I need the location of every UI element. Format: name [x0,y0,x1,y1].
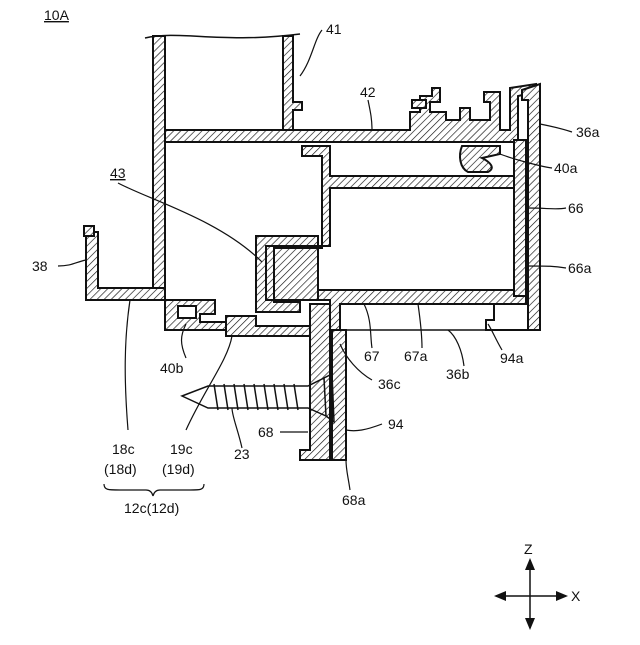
label-68a: 68a [342,492,366,508]
member-40b [165,300,226,330]
label-94: 94 [388,416,404,432]
member-40a [460,146,500,172]
group-bracket [104,484,204,496]
label-23: 23 [234,446,250,462]
label-19d: (19d) [162,461,195,477]
label-41: 41 [326,21,342,37]
axis-indicator [494,558,568,630]
label-66a: 66a [568,260,592,276]
label-18d: (18d) [104,461,137,477]
label-12c: 12c(12d) [124,500,179,516]
label-19c: 19c [170,441,193,457]
member-67 [318,290,528,330]
label-18c: 18c [112,441,135,457]
axis-x-label: X [571,588,581,604]
axis-z-label: Z [524,541,533,557]
label-94a: 94a [500,350,524,366]
label-40a: 40a [554,160,578,176]
label-36a: 36a [576,124,600,140]
figure-id-label: 10A [44,7,70,23]
label-40b: 40b [160,360,184,376]
label-38: 38 [32,258,48,274]
label-43: 43 [110,165,126,181]
label-36b: 36b [446,366,470,382]
label-67a: 67a [404,348,428,364]
label-42: 42 [360,84,376,100]
label-67: 67 [364,348,380,364]
label-68: 68 [258,424,274,440]
member-42 [165,84,536,142]
label-36c: 36c [378,376,401,392]
label-66: 66 [568,200,584,216]
